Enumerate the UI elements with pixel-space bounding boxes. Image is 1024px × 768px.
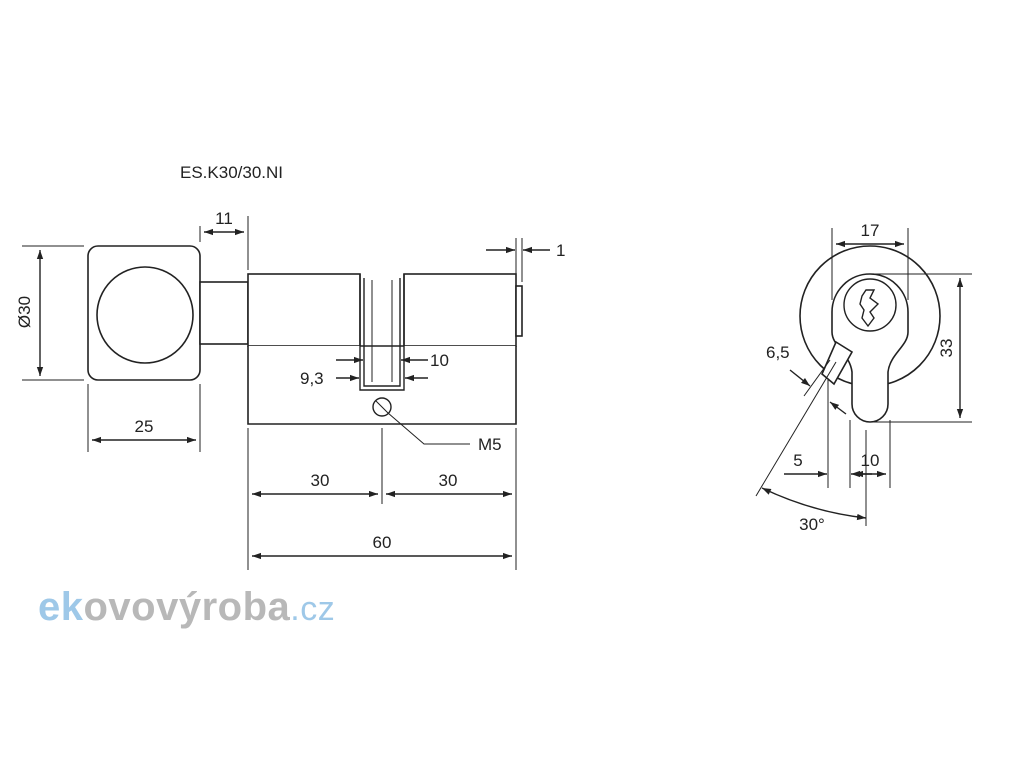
- dim-profile-width: 17: [861, 221, 880, 240]
- dim-end-gap: 1: [556, 241, 565, 260]
- logo-part-1: ek: [38, 585, 84, 629]
- side-view: Ø30 25 11 1 10 9,3 M5 30: [15, 209, 565, 570]
- end-cap: [515, 285, 523, 337]
- dim-screw: M5: [478, 435, 502, 454]
- dim-cam-inner: 10: [430, 351, 449, 370]
- knob-neck: [199, 281, 249, 345]
- dim-bottom-width: 10: [861, 451, 880, 470]
- dim-cam-outer: 9,3: [300, 369, 324, 388]
- cam-slot: [359, 274, 405, 391]
- dim-neck-length: 11: [215, 209, 233, 228]
- drawing-title: ES.K30/30.NI: [180, 163, 283, 182]
- dim-total-length: 60: [373, 533, 392, 552]
- dim-cam-thickness: 6,5: [766, 343, 790, 362]
- dim-knob-width: 25: [135, 417, 154, 436]
- keyway-icon: [859, 289, 880, 328]
- dim-cam-offset: 5: [793, 451, 802, 470]
- screw-hole: [372, 397, 392, 417]
- cylinder-lower: [247, 346, 517, 425]
- dim-cam-angle: 30°: [799, 515, 825, 534]
- cylinder-left: [247, 273, 361, 347]
- logo-part-2: ovovýroba: [83, 585, 291, 629]
- dim-left-half: 30: [311, 471, 330, 490]
- knob-disc: [96, 266, 194, 364]
- cam: [363, 278, 401, 387]
- logo: ekovovýroba.cz: [38, 585, 335, 630]
- logo-part-3: .cz: [290, 590, 336, 628]
- front-view: 17 33 6,5 5 10 30°: [755, 221, 972, 534]
- dim-profile-height: 33: [937, 339, 956, 358]
- profile-outline: [831, 273, 909, 423]
- dim-knob-diameter: Ø30: [15, 296, 34, 328]
- dim-right-half: 30: [439, 471, 458, 490]
- cylinder-right: [403, 273, 517, 347]
- plug-circle: [843, 278, 897, 332]
